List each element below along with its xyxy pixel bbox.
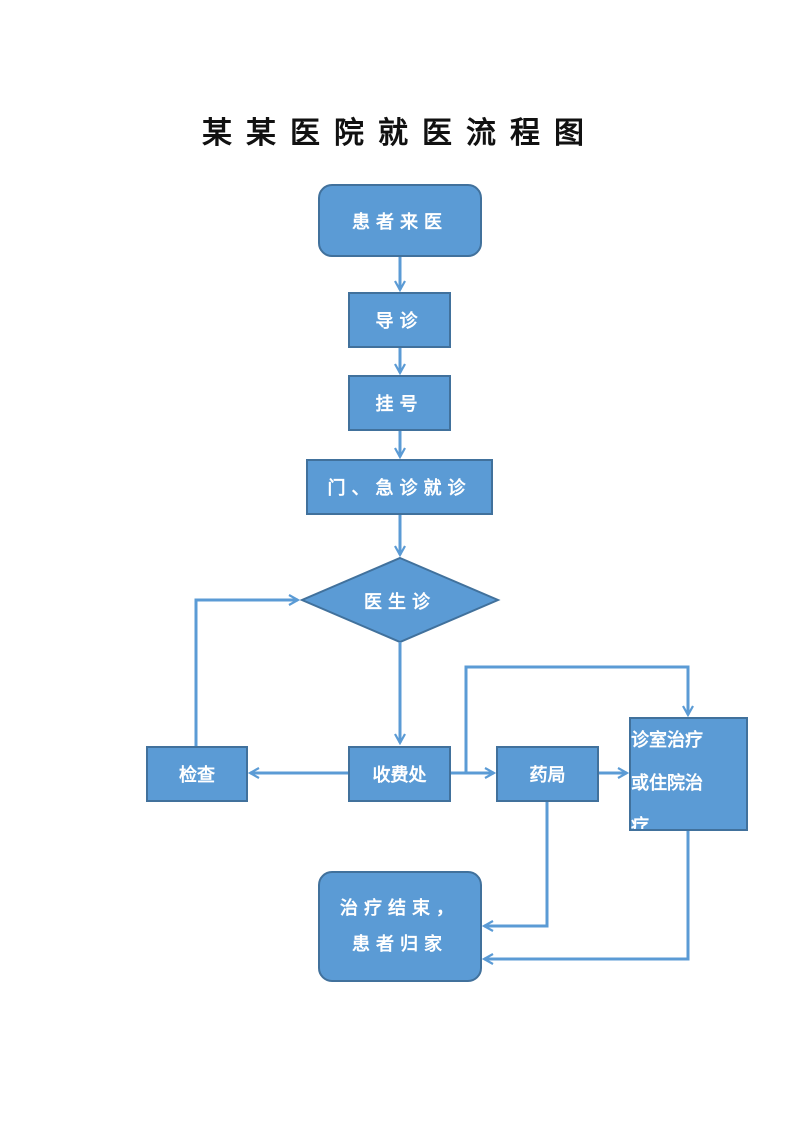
pharmacy-node[interactable]: 药局	[496, 746, 599, 802]
page-title: 某某医院就医流程图	[202, 116, 598, 151]
triage-label: 导诊	[375, 311, 424, 332]
treatment-end-label-line2: 患者归家	[352, 933, 448, 955]
treatment-node[interactable]: 诊室治疗 或住院治 疗	[629, 717, 748, 831]
payment-node[interactable]: 收费处	[348, 746, 451, 802]
treatment-end-label-line1: 治疗结束，	[340, 897, 460, 919]
registration-node[interactable]: 挂号	[348, 375, 451, 431]
treatment-label-line2: 或住院治	[631, 772, 703, 794]
patient-arrival-label: 患者来医	[352, 211, 448, 233]
registration-label: 挂号	[375, 394, 424, 415]
examination-node[interactable]: 检查	[146, 746, 248, 802]
outpatient-emergency-label: 门、急诊就诊	[327, 478, 472, 499]
arrow-treatment-to-end	[484, 831, 690, 959]
patient-arrival-node[interactable]: 患者来医	[318, 184, 482, 257]
arrow-payment-to-treatment	[464, 665, 688, 773]
treatment-label-line1: 诊室治疗	[631, 729, 703, 751]
examination-label: 检查	[179, 765, 215, 786]
arrow-pharmacy-to-end	[484, 802, 549, 926]
doctor-diagnosis-label: 医生诊	[364, 592, 436, 613]
treatment-end-node[interactable]: 治疗结束， 患者归家	[318, 871, 482, 982]
treatment-label-line3: 疗	[631, 815, 649, 831]
pharmacy-label: 药局	[529, 765, 566, 786]
arrow-examination-to-doctor	[194, 600, 298, 746]
triage-node[interactable]: 导诊	[348, 292, 451, 348]
payment-label: 收费处	[372, 765, 427, 786]
outpatient-emergency-node[interactable]: 门、急诊就诊	[306, 459, 493, 515]
